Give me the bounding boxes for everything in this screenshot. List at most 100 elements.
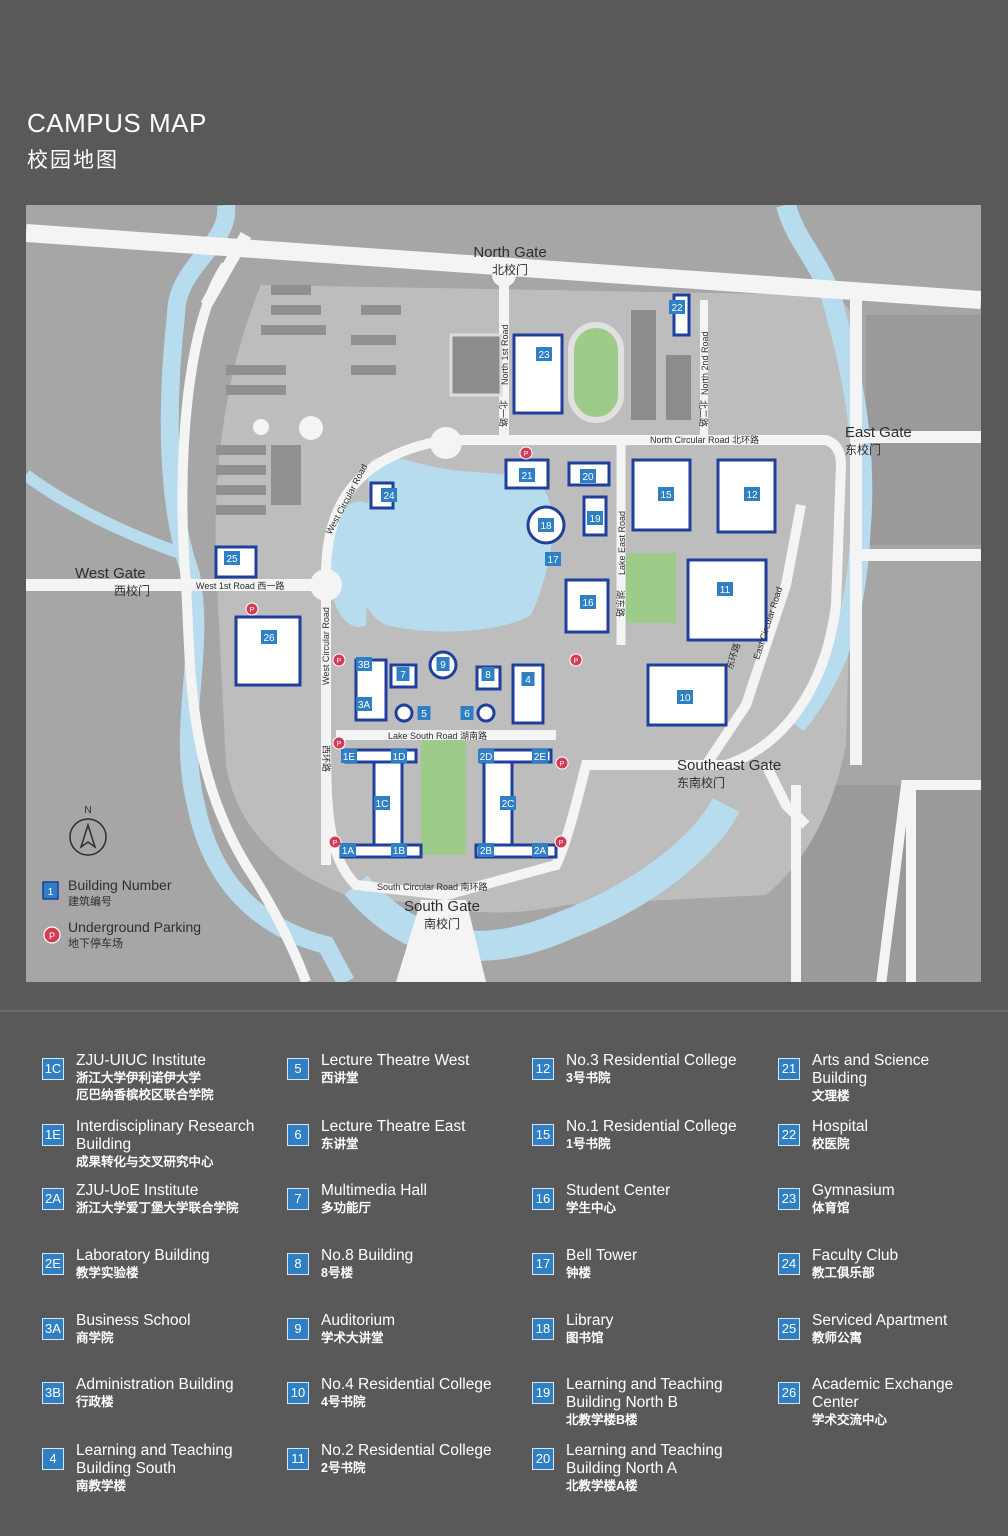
building-number-badge: 9 xyxy=(287,1318,309,1340)
svg-text:P: P xyxy=(560,761,565,768)
legend-name-en: Faculty Club xyxy=(812,1247,899,1264)
map-badge-4[interactable]: 4 xyxy=(521,672,535,686)
north-gate-label: North Gate xyxy=(473,244,546,261)
map-badge-15[interactable]: 15 xyxy=(658,487,674,501)
map-badge-22[interactable]: 22 xyxy=(669,300,685,314)
building-number-badge: 7 xyxy=(287,1188,309,1210)
roundabout-nw-small xyxy=(253,419,269,435)
building-number-badge: 18 xyxy=(532,1318,554,1340)
svg-text:4: 4 xyxy=(525,675,531,686)
map-badge-19[interactable]: 19 xyxy=(587,511,603,525)
map-badge-23[interactable]: 23 xyxy=(536,347,552,361)
svg-text:20: 20 xyxy=(582,472,594,483)
legend-name-zh: 东讲堂 xyxy=(321,1137,359,1151)
svg-text:3A: 3A xyxy=(358,700,371,711)
svg-text:16: 16 xyxy=(582,598,594,609)
map-badge-5[interactable]: 5 xyxy=(417,706,431,720)
svg-text:9: 9 xyxy=(440,660,446,671)
residential-blocks-nw xyxy=(216,285,401,515)
parking-marker: P xyxy=(332,653,346,667)
building-number-badge: 3B xyxy=(42,1382,64,1404)
building-number-badge: 10 xyxy=(287,1382,309,1404)
map-badge-8[interactable]: 8 xyxy=(481,667,495,681)
map-badge-25[interactable]: 25 xyxy=(224,551,240,565)
legend-name-zh: 文理楼 xyxy=(812,1089,850,1103)
map-badge-2a[interactable]: 2A xyxy=(532,843,548,857)
parking-key-label: Underground Parking xyxy=(68,919,201,935)
roundabout-west xyxy=(310,569,342,601)
south-gate-label: South Gate xyxy=(404,898,480,915)
map-badge-1d[interactable]: 1D xyxy=(391,749,407,763)
map-badge-2b[interactable]: 2B xyxy=(478,843,494,857)
svg-text:6: 6 xyxy=(464,709,470,720)
roundabout-north-gate xyxy=(492,263,516,287)
map-badge-26[interactable]: 26 xyxy=(261,630,277,644)
building-number-badge: 5 xyxy=(287,1058,309,1080)
building-number-badge: 3A xyxy=(42,1318,64,1340)
southeast-gate-label-zh: 东南校门 xyxy=(677,775,725,790)
building-number-badge: 6 xyxy=(287,1124,309,1146)
svg-text:8: 8 xyxy=(485,670,491,681)
map-badge-16[interactable]: 16 xyxy=(580,595,596,609)
map-badge-10[interactable]: 10 xyxy=(677,690,693,704)
legend-name-zh: 商学院 xyxy=(76,1331,114,1345)
legend-name-zh: 学术交流中心 xyxy=(812,1413,888,1427)
legend-name-en: Building North A xyxy=(566,1460,678,1477)
map-badge-1a[interactable]: 1A xyxy=(340,843,356,857)
map-badge-21[interactable]: 21 xyxy=(519,468,535,482)
map-badge-3b[interactable]: 3B xyxy=(356,657,372,671)
map-badge-9[interactable]: 9 xyxy=(436,657,450,671)
map-badge-3a[interactable]: 3A xyxy=(356,697,372,711)
map-badge-12[interactable]: 12 xyxy=(744,487,760,501)
legend-name-en: Lecture Theatre West xyxy=(321,1052,470,1069)
legend-name-zh: 8号楼 xyxy=(321,1266,353,1280)
map-badge-1e[interactable]: 1E xyxy=(341,749,357,763)
map-badge-11[interactable]: 11 xyxy=(717,582,733,596)
svg-text:P: P xyxy=(337,741,342,748)
map-badge-7[interactable]: 7 xyxy=(396,667,410,681)
map-badge-17[interactable]: 17 xyxy=(545,552,561,566)
map-badge-2c[interactable]: 2C xyxy=(500,796,516,810)
map-badge-18[interactable]: 18 xyxy=(538,518,554,532)
legend-name-zh: 钟楼 xyxy=(566,1266,592,1280)
map-badge-6[interactable]: 6 xyxy=(460,706,474,720)
map-badge-20[interactable]: 20 xyxy=(580,469,596,483)
lake-east-road-label: Lake East Road xyxy=(617,511,627,575)
map-badge-24[interactable]: 24 xyxy=(381,488,397,502)
legend-name-zh: 教师公寓 xyxy=(812,1331,863,1345)
map-badge-2d[interactable]: 2D xyxy=(478,749,494,763)
map-badge-1c[interactable]: 1C xyxy=(374,796,390,810)
roundabout-nw xyxy=(299,416,323,440)
map-badge-2e[interactable]: 2E xyxy=(532,749,548,763)
building-number-badge: 22 xyxy=(778,1124,800,1146)
map-badge-1b[interactable]: 1B xyxy=(391,843,407,857)
